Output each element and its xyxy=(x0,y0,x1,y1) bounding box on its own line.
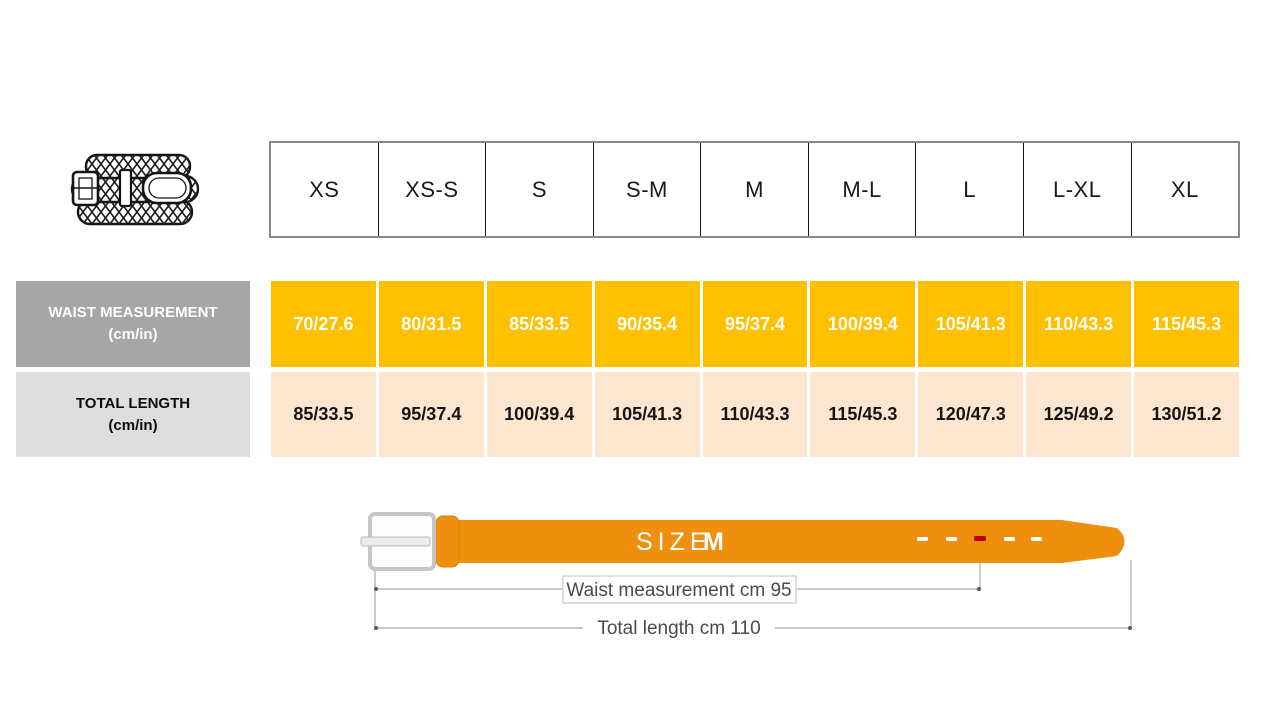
size-header-cell: L xyxy=(915,143,1023,236)
waist-annotation-box: Waist measurement cm 95 xyxy=(562,575,797,604)
waist-row-label-unit: (cm/in) xyxy=(108,326,158,343)
belt-keeper-loop xyxy=(435,515,460,568)
size-value-label: M xyxy=(703,528,724,556)
waist-value-cell: 105/41.3 xyxy=(918,281,1024,367)
size-header-cell: S-M xyxy=(592,143,701,236)
length-value-cell: 110/43.3 xyxy=(702,372,808,457)
size-header-cell: XS xyxy=(309,176,340,202)
size-header-cell: XS-S xyxy=(377,143,486,236)
length-row-label-text: TOTAL LENGTH xyxy=(75,394,191,412)
waist-value-cell: 70/27.6 xyxy=(271,281,376,367)
waist-annotation-text: Waist measurement cm 95 xyxy=(566,580,791,601)
size-header-cell: S xyxy=(485,143,593,236)
braided-belt-illustration xyxy=(70,153,200,226)
length-row-label-unit: (cm/in) xyxy=(108,416,158,434)
size-header-cell: L-XL xyxy=(1022,143,1131,236)
length-value-cell: 105/41.3 xyxy=(594,372,700,457)
waist-row-label-text: WAIST MEASUREMENT xyxy=(48,304,218,322)
illustration-keeper xyxy=(118,168,133,208)
size-prefix-label: SIZE xyxy=(636,528,712,556)
size-header-cell: M-L xyxy=(807,143,916,236)
size-header-cell: M xyxy=(700,143,808,236)
waist-value-cell: 90/35.4 xyxy=(594,281,700,367)
total-length-annotation-text: Total length cm 110 xyxy=(597,618,760,639)
waist-value-cell: 85/33.5 xyxy=(486,281,592,367)
illustration-buckle xyxy=(71,170,100,207)
length-values-row: 85/33.5 95/37.4 100/39.4 105/41.3 110/43… xyxy=(271,372,1239,457)
length-value-cell: 85/33.5 xyxy=(271,372,376,457)
size-header-cell: XL xyxy=(1130,143,1239,236)
belt-measurement-diagram: SIZE M Waist measurement cm 95 Total len… xyxy=(360,512,1132,641)
length-value-cell: 125/49.2 xyxy=(1026,372,1132,457)
illustration-strap-tip xyxy=(141,171,193,205)
dimension-markers xyxy=(374,587,1132,630)
size-header-row: XS XS-S S S-M M M-L L L-XL XL xyxy=(269,141,1240,238)
length-value-cell: 100/39.4 xyxy=(486,372,592,457)
total-length-annotation: Total length cm 110 xyxy=(583,613,775,641)
highlighted-hole xyxy=(974,536,986,541)
belt-buckle xyxy=(360,512,436,571)
waist-value-cell: 80/31.5 xyxy=(378,281,484,367)
belt-strap xyxy=(430,520,1125,563)
length-value-cell: 120/47.3 xyxy=(918,372,1024,457)
waist-row-label: WAIST MEASUREMENT (cm/in) xyxy=(16,281,250,367)
waist-value-cell: 95/37.4 xyxy=(702,281,808,367)
length-row-label: TOTAL LENGTH (cm/in) xyxy=(16,372,250,457)
belt-holes xyxy=(917,536,1042,541)
waist-value-cell: 110/43.3 xyxy=(1026,281,1132,367)
length-value-cell: 95/37.4 xyxy=(378,372,484,457)
waist-value-cell: 100/39.4 xyxy=(810,281,916,367)
length-value-cell: 115/45.3 xyxy=(810,372,916,457)
waist-value-cell: 115/45.3 xyxy=(1134,281,1239,367)
waist-values-row: 70/27.6 80/31.5 85/33.5 90/35.4 95/37.4 … xyxy=(271,281,1239,367)
length-value-cell: 130/51.2 xyxy=(1134,372,1239,457)
